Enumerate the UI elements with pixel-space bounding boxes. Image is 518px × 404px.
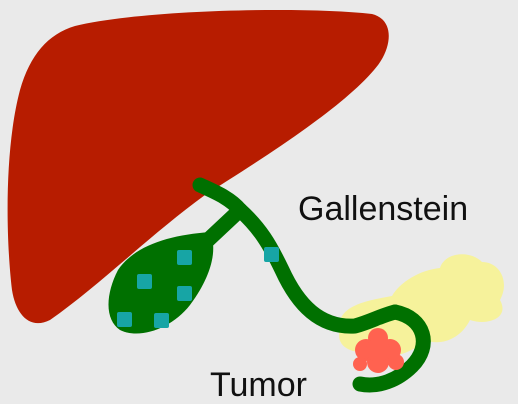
gallstone	[177, 250, 192, 265]
tumor-label: Tumor	[210, 368, 307, 402]
gallstone-label: Gallenstein	[298, 192, 468, 226]
gallstone	[117, 312, 132, 327]
gallstone	[177, 286, 192, 301]
gallstone	[154, 313, 169, 328]
gallstone	[264, 247, 279, 262]
gallstone	[137, 274, 152, 289]
